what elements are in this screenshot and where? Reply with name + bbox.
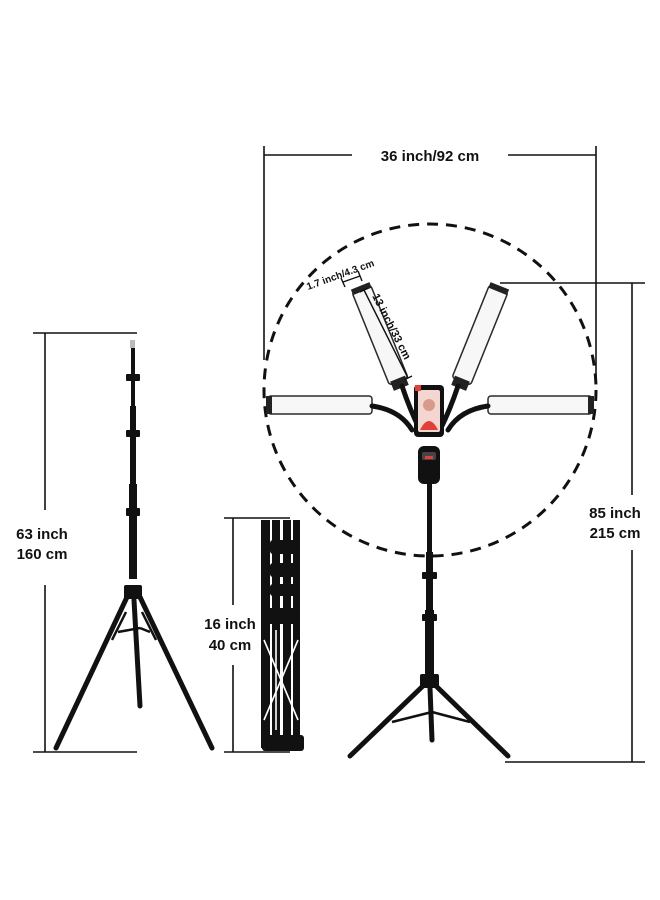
light-stand: [347, 484, 511, 759]
tripod-height-dimension: [33, 332, 137, 753]
folded-tripod-illustration: [224, 517, 304, 753]
phone-holder-icon: [414, 385, 444, 437]
tripod-stand-illustration: [33, 332, 215, 753]
controller-box: [418, 446, 440, 484]
panel-width-dimension: [340, 270, 363, 288]
panel-length-dimension: [359, 287, 413, 381]
total-height-dimension: [500, 282, 645, 763]
total-height-cm-label: 215 cm: [590, 525, 641, 542]
light-span-circle: [262, 222, 598, 558]
tripod-height-cm-label: 160 cm: [17, 546, 68, 563]
led-panels: [266, 282, 594, 415]
tripod-height-inch-label: 63 inch: [16, 526, 68, 543]
total-height-inch-label: 85 inch: [589, 505, 641, 522]
folded-height-cm-label: 40 cm: [209, 637, 252, 654]
folded-height-dimension: [224, 517, 290, 753]
folded-height-inch-label: 16 inch: [204, 616, 256, 633]
light-span-label: 36 inch/92 cm: [381, 148, 479, 165]
light-span-dimension: [263, 146, 597, 380]
